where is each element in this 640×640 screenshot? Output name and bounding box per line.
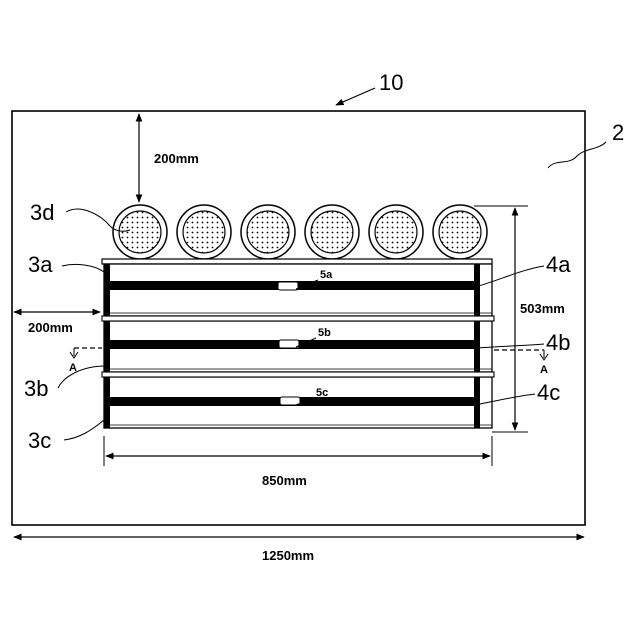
roller-row [113, 205, 487, 259]
roller [305, 205, 359, 259]
tray-c-label: 3c [28, 428, 51, 453]
sensor-b-label: 5b [318, 327, 331, 339]
tray-left-post [104, 321, 110, 372]
roller-core [439, 211, 481, 253]
width-label: 850mm [262, 473, 307, 488]
belt-b-label: 4b [546, 330, 570, 355]
tray-left-post [104, 377, 110, 428]
roller-core [311, 211, 353, 253]
roller [241, 205, 295, 259]
roller-label: 3d [30, 200, 54, 225]
base-label: 2 [612, 120, 624, 145]
roller-core [247, 211, 289, 253]
tray-a-label: 3a [28, 252, 53, 277]
left-gap-label: 200mm [28, 320, 73, 335]
tray-a [104, 264, 492, 316]
tray-right-post [474, 264, 480, 316]
tray-b-leader [58, 366, 106, 388]
roller-core [183, 211, 225, 253]
tray-b-label: 3b [24, 376, 48, 401]
section-label-right: A [540, 364, 548, 376]
section-label-left: A [69, 362, 77, 374]
tray-separator [102, 372, 494, 377]
roller-core [119, 211, 161, 253]
device-label: 10 [379, 70, 403, 95]
sensor [278, 282, 298, 290]
belt-a-label: 4a [546, 252, 571, 277]
sensor-c-label: 5c [316, 387, 328, 399]
tray-right-post [474, 377, 480, 428]
top-gap-label: 200mm [154, 151, 199, 166]
tray-left-post [104, 264, 110, 316]
section-arrow-left [70, 348, 78, 358]
tray-c-leader [64, 420, 104, 440]
roller [177, 205, 231, 259]
tray-separator [102, 316, 494, 321]
sensor [280, 397, 300, 405]
height-label: 503mm [520, 301, 565, 316]
total-width-label: 1250mm [262, 548, 314, 563]
sensor-a-label: 5a [320, 269, 333, 281]
roller [433, 205, 487, 259]
tray-a-leader [62, 264, 104, 272]
roller [369, 205, 423, 259]
roller-support-beam [102, 259, 492, 264]
device-leader-arrow [336, 88, 375, 105]
roller-core [375, 211, 417, 253]
tray-c [104, 377, 492, 428]
tray-right-post [474, 321, 480, 372]
roller [113, 205, 167, 259]
base-leader-line [548, 142, 606, 168]
belt-c-label: 4c [537, 380, 560, 405]
